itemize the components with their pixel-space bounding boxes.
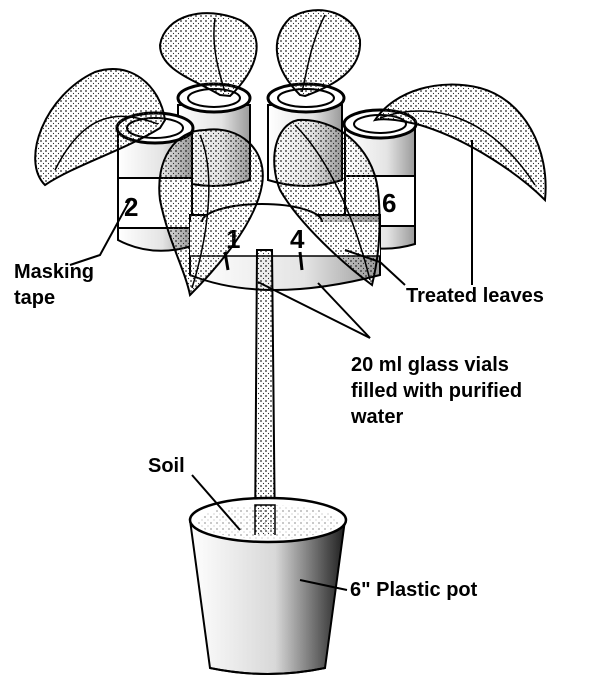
leaf-back-left [160, 13, 257, 96]
pointer-vial-4 [318, 283, 370, 338]
plant-stem [255, 250, 275, 540]
label-masking-tape-line1: Masking [14, 259, 94, 285]
label-treated-leaves: Treated leaves [406, 283, 544, 309]
label-vials-line2: filled with purified [351, 378, 522, 404]
label-masking-tape: Masking tape [14, 259, 94, 311]
label-vials-line1: 20 ml glass vials [351, 352, 522, 378]
label-masking-tape-line2: tape [14, 285, 94, 311]
plastic-pot [190, 498, 346, 674]
pointer-vial-1 [258, 282, 370, 338]
label-vials: 20 ml glass vials filled with purified w… [351, 352, 522, 430]
leaf-back-right [277, 10, 360, 96]
vial-number-6: 6 [382, 188, 396, 218]
label-vials-line3: water [351, 404, 522, 430]
label-plastic-pot: 6" Plastic pot [350, 577, 477, 603]
vial-number-4: 4 [290, 224, 305, 254]
label-soil: Soil [148, 453, 185, 479]
